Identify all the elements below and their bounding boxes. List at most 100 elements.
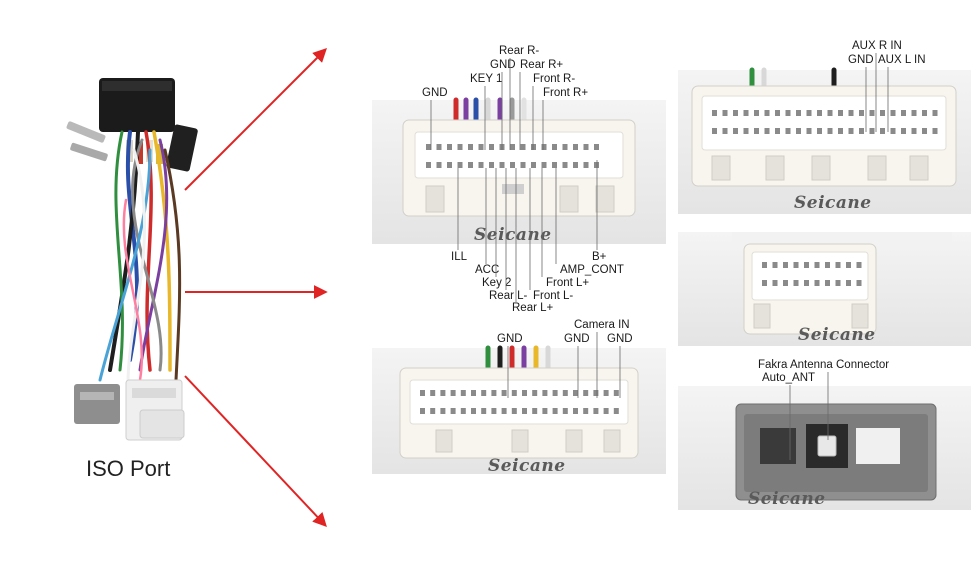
connector-pin [468, 162, 473, 168]
label-aux-gnd: GND [848, 54, 874, 66]
connector-pin [814, 280, 820, 286]
connector-pin [593, 408, 599, 414]
connector-pin [835, 280, 841, 286]
label-gnd-top2: GND [490, 59, 516, 71]
grey-connector [74, 384, 120, 424]
connector-pin [856, 280, 862, 286]
label-front-l-plus: Front L+ [546, 277, 589, 289]
connector-pin [817, 110, 822, 116]
connector-pin [827, 110, 833, 116]
connector-pin [733, 128, 738, 134]
connector-pin [922, 128, 927, 134]
connector-pin [880, 128, 885, 134]
main-connector-pins [426, 144, 599, 168]
connector-pin [583, 408, 589, 414]
connector-pin [562, 408, 568, 414]
connector-pin [911, 128, 917, 134]
connector-pin [772, 280, 778, 286]
label-key1: KEY 1 [470, 73, 502, 85]
connector-pin [754, 110, 759, 116]
connector-pin [478, 144, 484, 150]
connector-pin [901, 110, 906, 116]
connector-pin [531, 144, 536, 150]
camera-connector-panel: Seicane [372, 345, 666, 476]
connector-pin [501, 390, 507, 396]
connector-pin [510, 162, 515, 168]
connector-pin [825, 262, 830, 268]
connector-pin [552, 390, 558, 396]
connector-pin [499, 162, 505, 168]
antenna-plug [66, 121, 106, 143]
main-connector-labels: GND KEY 1 GND Rear R- Rear R+ Front R- F… [422, 45, 624, 314]
connector-pin [911, 110, 917, 116]
connector-pin [838, 110, 843, 116]
connector-pin [511, 408, 517, 414]
connector-pin [846, 262, 851, 268]
connector-pin [457, 144, 463, 150]
main-connector-panel: Seicane [372, 97, 666, 245]
connector-pin [426, 162, 431, 168]
connector-pin [901, 128, 906, 134]
connector-pin [880, 110, 885, 116]
connector-pin [817, 128, 822, 134]
label-aux-l-in: AUX L IN [878, 54, 926, 66]
connector-pin [522, 408, 527, 414]
label-rear-r-minus: Rear R- [499, 45, 539, 57]
connector-pin [806, 110, 812, 116]
connector-pin [447, 162, 452, 168]
connector-pin [426, 144, 431, 150]
connector-pin [552, 144, 557, 150]
antenna-connector-labels: Fakra Antenna Connector Auto_ANT [758, 359, 889, 460]
iso-harness-photo: ISO Port [66, 78, 198, 481]
connector-pin [450, 408, 456, 414]
label-key2: Key 2 [482, 277, 511, 289]
label-front-r-minus: Front R- [533, 73, 575, 85]
brand-watermark: Seicane [474, 225, 552, 245]
connector-pin [531, 162, 536, 168]
connector-pin [447, 144, 452, 150]
connector-pin [532, 390, 538, 396]
connector-pin [583, 144, 589, 150]
arrow-to-bottom [184, 375, 327, 528]
connector-pin [793, 280, 799, 286]
connector-pin [785, 110, 791, 116]
label-front-r-plus: Front R+ [543, 87, 588, 99]
connector-pin [468, 144, 473, 150]
label-camera-gnd-3: GND [607, 333, 633, 345]
label-gnd-top: GND [422, 87, 448, 99]
connector-pin [501, 408, 507, 414]
connector-pin [775, 110, 780, 116]
connector-pin [835, 262, 841, 268]
connector-pin [762, 262, 767, 268]
connector-pin [856, 262, 862, 268]
camera-connector-labels: GND GND Camera IN GND [497, 319, 633, 398]
connector-pin [522, 390, 527, 396]
connector-pin [573, 390, 578, 396]
connector-pin [869, 110, 875, 116]
connector-pin [613, 390, 619, 396]
small-connector-panel: Seicane [678, 232, 971, 346]
label-camera-gnd-1: GND [497, 333, 523, 345]
connector-pin [722, 110, 728, 116]
connector-pin [859, 128, 864, 134]
label-rear-r-plus: Rear R+ [520, 59, 563, 71]
connector-pin [932, 128, 938, 134]
connector-pin [541, 144, 547, 150]
label-b-plus: B+ [592, 251, 607, 263]
connector-pin [890, 128, 896, 134]
connector-pin [932, 110, 938, 116]
connector-pin [754, 128, 759, 134]
connector-pin [785, 128, 791, 134]
connector-pin [420, 408, 425, 414]
connector-pin [450, 390, 456, 396]
connector-pin [436, 144, 442, 150]
connector-pin [783, 262, 788, 268]
connector-pin [806, 128, 812, 134]
connector-pin [489, 144, 494, 150]
connector-pin [796, 110, 801, 116]
camera-connector-pins [420, 390, 619, 414]
connector-pin [859, 110, 864, 116]
connector-pin [733, 110, 738, 116]
connector-pin [827, 128, 833, 134]
black-plug [166, 124, 198, 172]
